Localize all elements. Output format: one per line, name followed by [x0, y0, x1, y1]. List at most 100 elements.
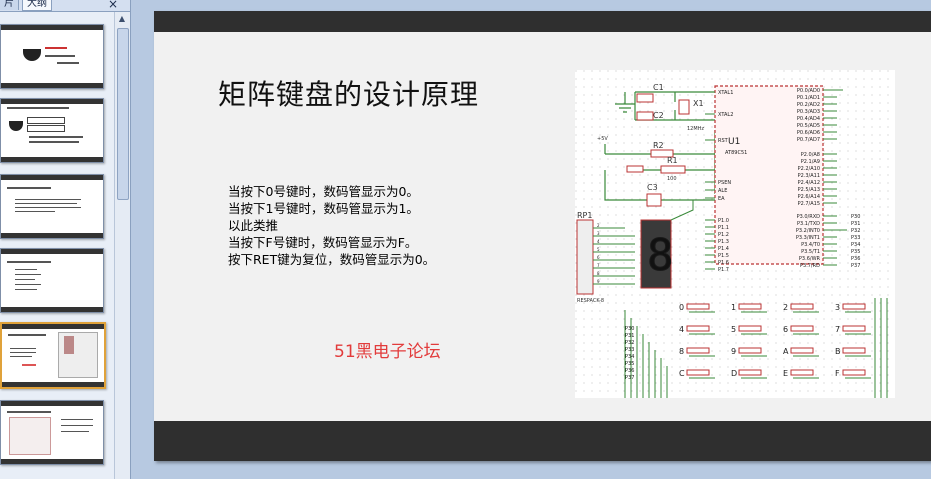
- slide-thumbnail-5[interactable]: [0, 322, 106, 389]
- chip-pin-label: P2.2/A10: [798, 166, 820, 172]
- label-c1: C1: [653, 83, 664, 92]
- label-freq: 12MHz: [687, 126, 704, 132]
- label-rp1: RP1: [577, 211, 592, 220]
- chip-pin-label: XTAL2: [718, 112, 733, 118]
- keypad-button: [842, 369, 866, 376]
- keypad-key-label: 2: [783, 303, 788, 312]
- chip-pin-label: P3.6/WR: [799, 256, 821, 262]
- keypad-button: [842, 325, 866, 332]
- resistor-pack: [576, 219, 594, 295]
- keypad-button: [686, 347, 710, 354]
- keypad-key-label: 4: [679, 325, 684, 334]
- slide-footer-bar: [154, 421, 931, 461]
- rp-pin-number: 3: [597, 231, 600, 236]
- chip-pin-label: P3.3/INT1: [796, 235, 820, 241]
- slide-thumbnail-6[interactable]: [0, 400, 104, 465]
- close-icon[interactable]: ×: [108, 0, 119, 11]
- chip-pin-label: P2.4/A12: [798, 180, 820, 186]
- keypad-key-label: E: [783, 369, 788, 378]
- chip-pin-label: P0.2/AD2: [797, 102, 820, 108]
- slide-canvas[interactable]: 矩阵键盘的设计原理 当按下0号键时，数码管显示为0。 当按下1号键时，数码管显示…: [154, 11, 931, 461]
- net-label: P37: [625, 375, 634, 381]
- keypad-button: [738, 325, 762, 332]
- keypad-key-label: C: [679, 369, 685, 378]
- slide-thumbnail-3[interactable]: [0, 174, 104, 239]
- chip-pin-label: XTAL1: [718, 90, 733, 96]
- keypad-button: [842, 303, 866, 310]
- keypad-button: [738, 369, 762, 376]
- chip-pin-label: P1.3: [718, 239, 729, 245]
- rp-pin-number: 5: [597, 247, 600, 252]
- slide-thumbnail-4[interactable]: [0, 248, 104, 313]
- body-line: 按下RET键为复位，数码管显示为0。: [228, 252, 436, 267]
- scroll-up-icon[interactable]: ▲: [118, 14, 126, 23]
- chip-pin-label: P1.6: [718, 260, 729, 266]
- tab-slides[interactable]: 片: [0, 0, 19, 10]
- chip-pin-label: P0.0/AD0: [797, 88, 820, 94]
- chip-pin-label: PSEN: [718, 180, 731, 186]
- body-line: 以此类推: [228, 218, 279, 233]
- net-label: P33: [851, 235, 860, 241]
- rp-pin-number: 6: [597, 255, 600, 260]
- rp-pin-number: 8: [597, 271, 600, 276]
- label-5v: +5V: [597, 136, 608, 142]
- chip-pin-label: RST: [718, 138, 729, 144]
- label-r1-value: 100: [667, 176, 677, 182]
- label-c2: C2: [653, 111, 664, 120]
- rp-pin-number: 4: [597, 239, 600, 244]
- chip-pin-label: P2.6/A14: [798, 194, 820, 200]
- keypad-button: [790, 347, 814, 354]
- chip-ref: U1: [728, 137, 740, 147]
- mcu-chip: [714, 85, 824, 265]
- net-label: P37: [851, 263, 860, 269]
- chip-pin-label: P2.0/A8: [801, 152, 820, 158]
- label-r2: R2: [653, 141, 664, 150]
- slide-body-text[interactable]: 当按下0号键时，数码管显示为0。 当按下1号键时，数码管显示为1。 以此类推 当…: [228, 183, 435, 268]
- chip-pin-label: P3.4/T0: [801, 242, 820, 248]
- net-label: P34: [625, 354, 634, 360]
- body-line: 当按下F号键时，数码管显示为F。: [228, 235, 418, 250]
- rp-pin-number: 2: [597, 223, 600, 228]
- net-label: P30: [625, 326, 634, 332]
- net-label: P35: [851, 249, 860, 255]
- slide-thumbnail-2[interactable]: [0, 98, 104, 163]
- keypad-key-label: 0: [679, 303, 684, 312]
- label-c3: C3: [647, 183, 658, 192]
- circuit-schematic[interactable]: XTAL1XTAL2RSTPSENALEEAP1.0P1.1P1.2P1.3P1…: [575, 70, 895, 398]
- chip-pin-label: P0.7/AD7: [797, 137, 820, 143]
- net-label: P34: [851, 242, 860, 248]
- chip-pin-label: P3.7/RD: [800, 263, 820, 269]
- chip-pin-label: P1.7: [718, 267, 729, 273]
- keypad-key-label: F: [835, 369, 840, 378]
- keypad-key-label: 9: [731, 347, 736, 356]
- keypad-button: [790, 369, 814, 376]
- chip-pin-label: P2.3/A11: [798, 173, 820, 179]
- tab-outline[interactable]: 大纲: [22, 0, 52, 11]
- chip-pin-label: P1.5: [718, 253, 729, 259]
- slide-title[interactable]: 矩阵键盘的设计原理: [218, 78, 480, 111]
- label-x1: X1: [693, 99, 704, 108]
- slide-editor: 矩阵键盘的设计原理 当按下0号键时，数码管显示为0。 当按下1号键时，数码管显示…: [131, 0, 931, 479]
- keypad-button: [738, 303, 762, 310]
- net-label: P36: [625, 368, 634, 374]
- rp-pin-number: 7: [597, 263, 600, 268]
- thumbnail-list: [0, 12, 114, 479]
- slide-header-bar: [154, 11, 931, 32]
- chip-pin-label: P2.1/A9: [801, 159, 820, 165]
- keypad-button: [686, 325, 710, 332]
- chip-pin-label: P2.5/A13: [798, 187, 820, 193]
- chip-pin-label: P1.0: [718, 218, 729, 224]
- scrollbar-thumb[interactable]: [117, 28, 129, 200]
- chip-pin-label: P3.0/RXD: [797, 214, 821, 220]
- chip-pin-label: P2.7/A15: [798, 201, 820, 207]
- slide-thumbnail-1[interactable]: [0, 24, 104, 89]
- thumbnail-scrollbar[interactable]: ▲: [114, 12, 130, 479]
- chip-pin-label: P0.3/AD3: [797, 109, 820, 115]
- chip-part: AT89C51: [725, 150, 747, 156]
- net-label: P31: [851, 221, 860, 227]
- chip-pin-label: ALE: [718, 188, 727, 194]
- keypad-key-label: 3: [835, 303, 840, 312]
- keypad-key-label: 7: [835, 325, 840, 334]
- chip-pin-label: P1.2: [718, 232, 729, 238]
- label-r1: R1: [667, 156, 678, 165]
